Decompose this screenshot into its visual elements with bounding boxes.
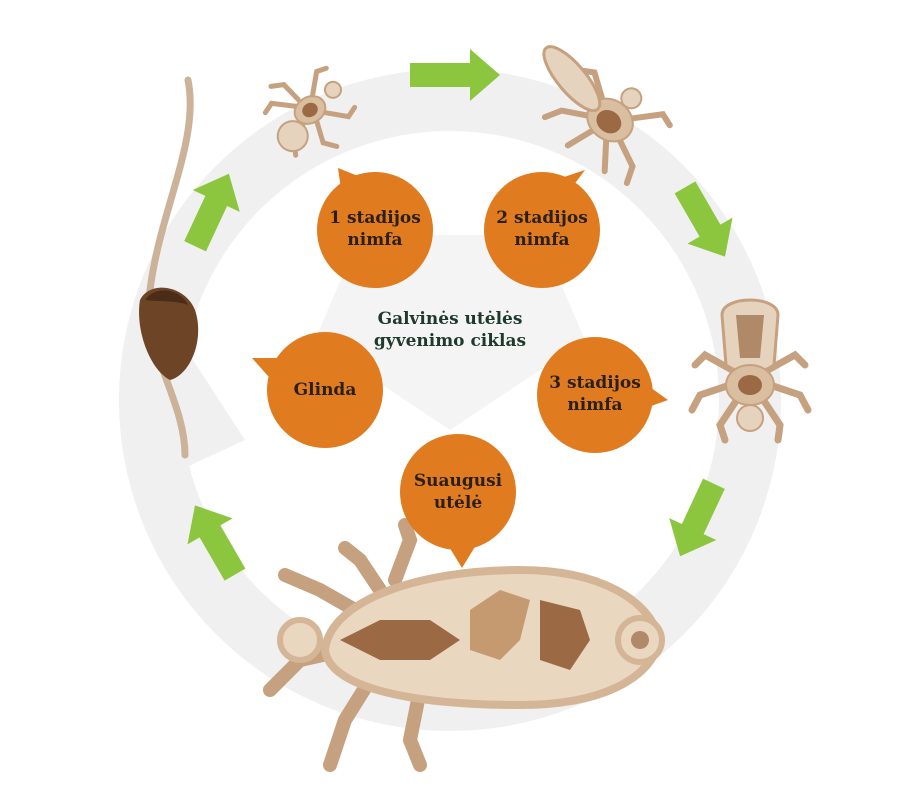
- stage-label-nymph2: 2 stadijos nimfa: [482, 207, 602, 251]
- label-line: nimfa: [347, 230, 403, 250]
- label-line: 3 stadijos: [549, 373, 641, 393]
- label-line: Suaugusi: [413, 471, 503, 491]
- hair-with-nit-icon: [139, 76, 199, 459]
- bubble-nymph2: [484, 170, 600, 288]
- arrow-icon: [184, 173, 240, 252]
- label-line: Glinda: [293, 380, 357, 400]
- arrow-icon: [674, 181, 733, 257]
- arrow-icon: [669, 478, 725, 557]
- nymph-stage2-icon: [541, 45, 673, 187]
- arrow-icon: [410, 49, 500, 101]
- bubble-nymph3: [537, 337, 668, 453]
- nymph-stage3-icon: [688, 298, 812, 444]
- label-line: 2 stadijos: [496, 208, 588, 228]
- stage-bubbles: [252, 168, 668, 568]
- stage-label-nymph1: 1 stadijos nimfa: [315, 207, 435, 251]
- adult-louse-icon: [263, 518, 665, 772]
- label-line: nimfa: [514, 230, 570, 250]
- label-line: 1 stadijos: [329, 208, 421, 228]
- stage-label-nit: Glinda: [265, 379, 385, 401]
- stage-label-nymph3: 3 stadijos nimfa: [535, 372, 655, 416]
- bubble-nymph1: [317, 168, 433, 288]
- arrow-icon: [187, 505, 246, 581]
- label-line: nimfa: [567, 395, 623, 415]
- cycle-arrows: [184, 49, 733, 581]
- diagram-title: Galvinės utėlės gyvenimo ciklas: [373, 309, 527, 351]
- bubble-adult: [400, 434, 516, 568]
- label-line: utėlė: [433, 493, 483, 513]
- stage-label-adult: Suaugusi utėlė: [398, 470, 518, 514]
- bubble-nit: [252, 332, 383, 448]
- nymph-stage1-icon: [262, 65, 358, 158]
